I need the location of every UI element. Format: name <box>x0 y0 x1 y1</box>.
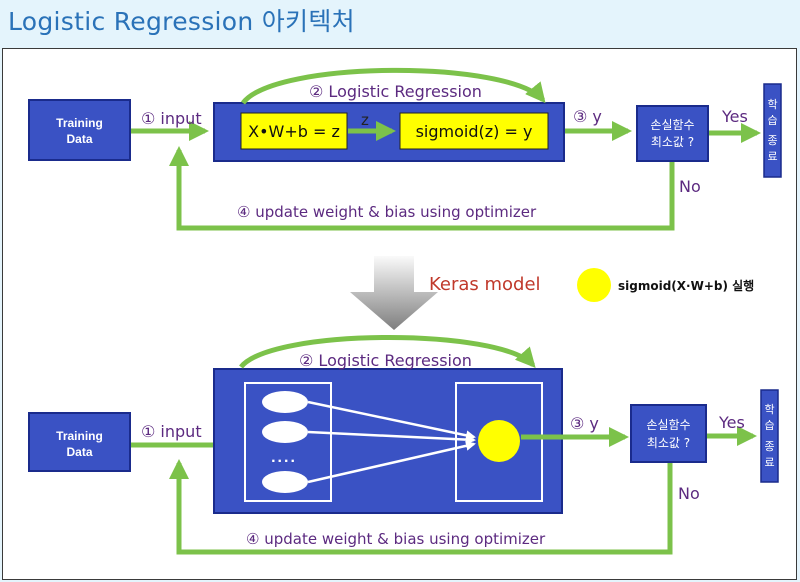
input-label-bottom: ① input <box>141 422 202 441</box>
connection-n <box>307 440 476 484</box>
input-node-n <box>262 471 308 493</box>
loss-minimum-box: 손실함수 최소값 ? <box>636 105 709 162</box>
training-data-label-line1: Training <box>56 116 103 130</box>
big-down-arrow <box>350 256 438 330</box>
loss-box-line2: 최소값 ? <box>651 135 694 149</box>
middle-section: Keras model sigmoid(X·W+b) 실행 <box>350 256 754 330</box>
no-label: No <box>679 177 701 196</box>
training-data-bottom-line2: Data <box>66 445 92 459</box>
no-label-bottom: No <box>678 484 700 503</box>
page-title: Logistic Regression 아키텍처 <box>8 7 355 36</box>
connection-1 <box>307 400 476 441</box>
end-box-bottom-char1: 학 <box>764 403 774 416</box>
output-layer-box <box>455 382 543 502</box>
input-layer-box <box>244 382 332 502</box>
training-data-label-line2: Data <box>66 132 92 146</box>
y-label-bottom: ③ y <box>570 414 599 433</box>
end-box-char3: 종 <box>767 134 777 147</box>
training-end-box: 학 습 종 료 <box>763 83 782 178</box>
update-label-bottom: ④ update weight & bias using optimizer <box>246 530 546 548</box>
yes-label-bottom: Yes <box>718 413 745 432</box>
logistic-regression-arc-bottom <box>239 335 536 369</box>
end-box-bottom-char2: 습 <box>764 419 774 432</box>
input-node-1 <box>262 391 308 413</box>
end-box-char1: 학 <box>767 98 777 111</box>
connection-2 <box>307 430 476 445</box>
sigmoid-function-label: sigmoid(z) = y <box>416 122 533 141</box>
linear-function-label: X•W+b = z <box>248 122 340 141</box>
loss-box-bottom-line2: 최소값 ? <box>647 436 690 450</box>
feedback-loop-arrow <box>169 146 675 231</box>
loss-box-line1: 손실함수 <box>650 118 694 132</box>
logistic-regression-label-bottom: ② Logistic Regression <box>299 351 472 370</box>
loss-minimum-box-bottom: 손실함수 최소값 ? <box>630 404 707 463</box>
keras-model-label: Keras model <box>429 274 541 295</box>
bottom-diagram: Training Data ① input ② Logistic Regress… <box>28 335 779 555</box>
z-label: z <box>361 111 369 129</box>
yes-label: Yes <box>721 107 748 126</box>
input-label: ① input <box>141 109 202 128</box>
top-diagram: Training Data ① input ② Logistic Regress… <box>28 67 782 231</box>
training-data-bottom-line1: Training <box>56 429 103 443</box>
training-end-box-bottom: 학 습 종 료 <box>760 389 779 483</box>
logistic-regression-label: ② Logistic Regression <box>309 82 482 101</box>
training-data-box-bottom: Training Data <box>28 412 131 472</box>
feedback-loop-arrow-bottom <box>169 459 673 555</box>
end-box-bottom-char4: 료 <box>764 456 774 469</box>
end-box-char4: 료 <box>767 150 777 163</box>
input-node-2 <box>262 421 308 443</box>
sigmoid-legend-label: sigmoid(X·W+b) 실행 <box>618 278 754 293</box>
linear-function-box <box>240 112 348 150</box>
logistic-regression-arc <box>240 67 546 105</box>
training-data-box: Training Data <box>28 99 131 161</box>
sigmoid-function-box <box>399 112 549 150</box>
input-nodes-ellipsis: .... <box>271 449 297 466</box>
end-box-bottom-char3: 종 <box>764 440 774 453</box>
update-label: ④ update weight & bias using optimizer <box>237 203 537 221</box>
sigmoid-legend-dot <box>577 268 611 302</box>
end-box-char2: 습 <box>767 114 777 127</box>
output-sigmoid-node <box>478 420 520 462</box>
loss-box-bottom-line1: 손실함수 <box>646 418 690 432</box>
y-label: ③ y <box>573 107 602 126</box>
